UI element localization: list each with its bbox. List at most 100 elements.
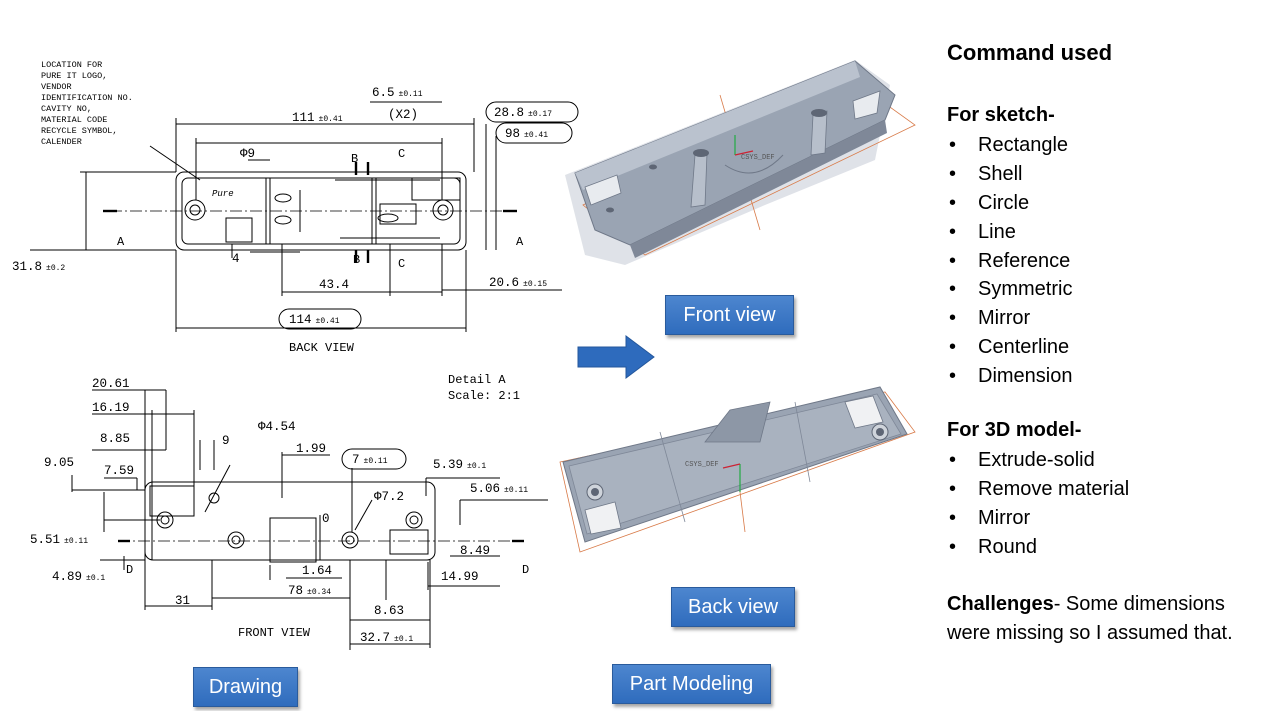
- dim-tolerance: ±0.41: [524, 131, 548, 140]
- section-label-a: A: [516, 235, 524, 249]
- svg-text:6.5±0.11: 6.5 ±0.11: [372, 86, 423, 100]
- dim-value: 78: [288, 584, 303, 598]
- dim-value: 20.61: [92, 377, 130, 391]
- dim-value: 9.05: [44, 456, 74, 470]
- dim-tolerance: ±0.41: [316, 317, 340, 326]
- challenges-note: Challenges- Some dimensions were missing…: [947, 590, 1257, 648]
- dim-tolerance: ±0.17: [528, 110, 552, 119]
- list-item: Rectangle: [947, 131, 1257, 160]
- dim-value: 14.99: [441, 570, 479, 584]
- csys-tag: CSYS_DEF: [685, 461, 719, 469]
- dim-value: 0: [322, 512, 330, 526]
- note-line: CALENDER: [41, 137, 82, 147]
- svg-text:114±0.41: 114±0.41: [289, 313, 340, 327]
- dim-value: 31.8: [12, 260, 42, 274]
- section-label-a: A: [117, 235, 125, 249]
- svg-text:78±0.34: 78±0.34: [288, 584, 331, 598]
- svg-text:98±0.41: 98 ±0.41: [505, 127, 548, 141]
- dim-tolerance: ±0.11: [64, 537, 88, 546]
- panel-title: Command used: [947, 40, 1113, 65]
- dim-tolerance: ±0.1: [467, 462, 486, 471]
- sketch-list: Rectangle Shell Circle Line Reference Sy…: [947, 131, 1257, 391]
- part-modeling-label: Part Modeling: [612, 664, 771, 704]
- back-view-part: [175, 171, 467, 253]
- right-arrow-icon: [577, 335, 655, 379]
- svg-text:111±0.41: 111±0.41: [292, 111, 343, 125]
- dim-value: Φ9: [240, 147, 255, 161]
- dim-value: Φ4.54: [258, 420, 296, 434]
- model-list: Extrude-solid Remove material Mirror Rou…: [947, 446, 1257, 562]
- dim-value: 7.59: [104, 464, 134, 478]
- note-line: IDENTIFICATION NO.: [41, 93, 133, 103]
- dim-value: 16.19: [92, 401, 130, 415]
- list-item: Symmetric: [947, 275, 1257, 304]
- note-line: LOCATION FOR: [41, 60, 102, 70]
- section-label-b: B: [351, 152, 358, 166]
- note-line: CAVITY NO,: [41, 104, 92, 114]
- dim-tolerance: ±0.11: [504, 486, 528, 495]
- dim-value: 31: [175, 594, 190, 608]
- dim-value: 5.39: [433, 458, 463, 472]
- svg-text:20.6±0.15: 20.6 ±0.15: [489, 276, 547, 290]
- dim-value: 8.63: [374, 604, 404, 618]
- list-item: Circle: [947, 189, 1257, 218]
- dim-value: 1.99: [296, 442, 326, 456]
- dim-value: 5.51: [30, 533, 60, 547]
- section-label-c: C: [398, 147, 405, 161]
- section-label-d: D: [126, 563, 133, 577]
- dim-value: 7: [352, 453, 360, 467]
- dim-tolerance: ±0.1: [86, 574, 105, 583]
- list-item: Centerline: [947, 333, 1257, 362]
- model-front-render: CSYS_DEF: [565, 60, 916, 265]
- back-view-title: BACK VIEW: [289, 341, 355, 355]
- note-line: VENDOR: [41, 82, 72, 92]
- dim-value: 43.4: [319, 278, 349, 292]
- dim-tolerance: ±0.11: [399, 90, 423, 99]
- dim-value: (X2): [388, 108, 418, 122]
- dim-tolerance: ±0.41: [319, 115, 343, 124]
- svg-text:32.7±0.1: 32.7 ±0.1: [360, 631, 413, 645]
- dim-value: 98: [505, 127, 520, 141]
- challenges-text: - Some dimensions were missing so I assu…: [947, 592, 1233, 644]
- dim-tolerance: ±0.15: [523, 280, 547, 289]
- engineering-drawings: LOCATION FOR PURE IT LOGO, VENDOR IDENTI…: [12, 60, 579, 650]
- list-item: Extrude-solid: [947, 446, 1257, 475]
- dim-tolerance: ±0.2: [46, 264, 65, 273]
- dim-value: 8.49: [460, 544, 490, 558]
- list-item: Reference: [947, 247, 1257, 276]
- note-line: PURE IT LOGO,: [41, 71, 107, 81]
- front-view-title: FRONT VIEW: [238, 626, 311, 640]
- csys-tag: CSYS_DEF: [741, 154, 775, 162]
- dim-value: 4: [232, 252, 240, 266]
- note-line: MATERIAL CODE: [41, 115, 107, 125]
- drawing-label: Drawing: [193, 667, 298, 707]
- list-item: Round: [947, 533, 1257, 562]
- model-heading: For 3D model-: [947, 419, 1082, 442]
- dim-value: 32.7: [360, 631, 390, 645]
- logo-mark: Pure: [212, 189, 234, 199]
- dim-value: 8.85: [100, 432, 130, 446]
- dim-value: 4.89: [52, 570, 82, 584]
- dim-tolerance: ±0.1: [394, 635, 413, 644]
- svg-text:31.8±0.2: 31.8 ±0.2: [12, 260, 65, 274]
- commands-panel: Command used For sketch- Rectangle Shell…: [947, 40, 1257, 648]
- back-view-label: Back view: [671, 587, 795, 627]
- dim-value: 6.5: [372, 86, 395, 100]
- svg-text:5.39±0.1: 5.39 ±0.1: [433, 458, 486, 472]
- svg-text:5.06±0.11: 5.06 ±0.11: [470, 482, 528, 496]
- list-item: Dimension: [947, 362, 1257, 391]
- dim-value: 1.64: [302, 564, 332, 578]
- challenges-label: Challenges: [947, 592, 1054, 615]
- list-item: Line: [947, 218, 1257, 247]
- dim-value: 28.8: [494, 106, 524, 120]
- note-line: RECYCLE SYMBOL,: [41, 126, 118, 136]
- dim-value: 20.6: [489, 276, 519, 290]
- svg-text:4.89±0.1: 4.89 ±0.1: [52, 570, 105, 584]
- list-item: Mirror: [947, 304, 1257, 333]
- svg-text:5.51±0.11: 5.51 ±0.11: [30, 533, 88, 547]
- dim-value: 5.06: [470, 482, 500, 496]
- front-view-label: Front view: [665, 295, 794, 335]
- detail-scale: Scale: 2:1: [448, 389, 520, 403]
- svg-text:LOCATION FOR PURE IT LOGO,: LOCATION FOR PURE IT LOGO, VENDOR IDENTI…: [41, 60, 138, 147]
- dim-tolerance: ±0.11: [364, 457, 388, 466]
